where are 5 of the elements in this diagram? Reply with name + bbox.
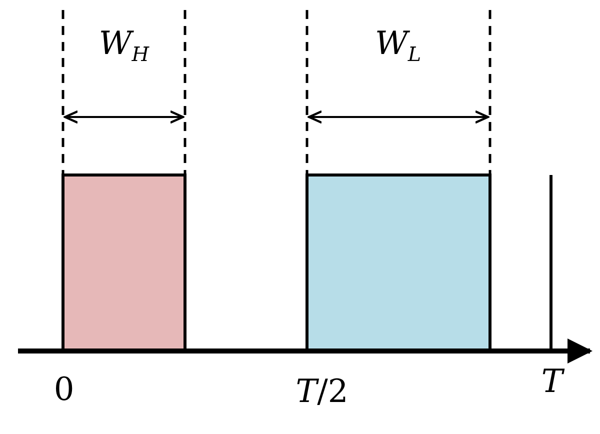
axis-label: T	[541, 364, 563, 400]
axis-label: W$_{H}$	[98, 26, 150, 66]
axis-label: T/2	[296, 374, 348, 410]
axis-label: 0	[54, 372, 74, 408]
axis-label: W$_{L}$	[374, 26, 422, 66]
